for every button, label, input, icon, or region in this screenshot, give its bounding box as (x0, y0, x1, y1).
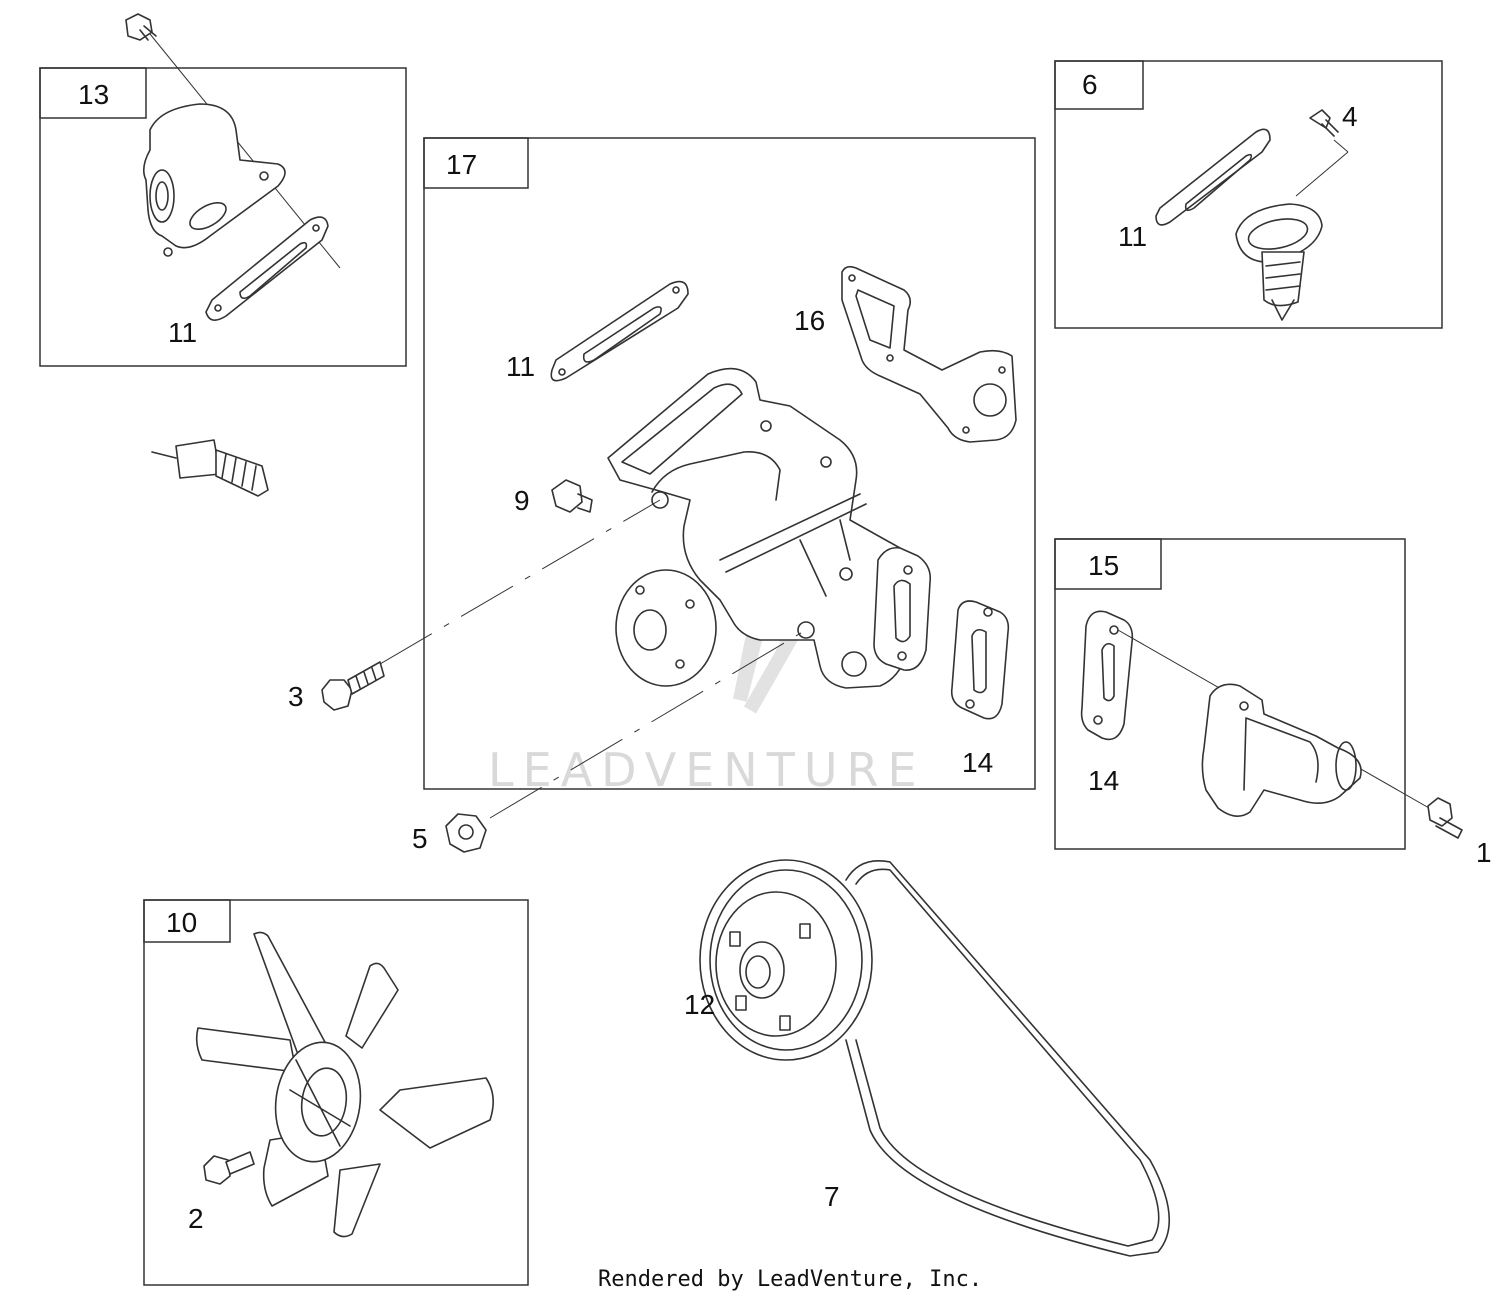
cooling-fan-icon[interactable] (195, 931, 494, 1238)
outlet-gasket-icon[interactable] (1080, 610, 1134, 741)
bolt-icon[interactable] (125, 13, 157, 41)
callout-11-group17: 11 (506, 351, 535, 382)
render-credit: Rendered by LeadVenture, Inc. (598, 1267, 982, 1292)
pump-gasket-icon[interactable] (841, 265, 1017, 443)
bolt-icon[interactable] (203, 1151, 255, 1185)
group-13-label: 13 (78, 79, 109, 110)
callout-5: 5 (412, 823, 428, 854)
group-13-box[interactable] (39, 67, 407, 367)
bolt-icon[interactable] (321, 661, 385, 711)
callout-11-group6: 11 (1118, 221, 1147, 252)
callout-11-group13: 11 (168, 317, 197, 348)
gasket-icon[interactable] (205, 216, 329, 321)
group-6-label: 6 (1082, 69, 1098, 100)
bolt-icon[interactable] (551, 479, 593, 513)
screw-icon[interactable] (1309, 109, 1339, 137)
group-15-box[interactable] (1054, 538, 1406, 850)
group-10-label: 10 (166, 907, 197, 938)
thermostat-icon[interactable] (1235, 203, 1323, 321)
group-6-box[interactable] (1054, 60, 1443, 329)
gasket-icon[interactable] (550, 280, 689, 382)
v-belt-icon[interactable] (845, 860, 1171, 1257)
water-outlet-icon[interactable] (1201, 683, 1362, 817)
callout-2: 2 (188, 1203, 204, 1234)
bolt-icon[interactable] (1427, 797, 1463, 839)
callout-7: 7 (824, 1181, 840, 1212)
callout-16: 16 (794, 305, 825, 336)
watermark-text: LEADVENTURE (488, 743, 926, 797)
group-17-box[interactable] (423, 137, 1036, 790)
nut-icon[interactable] (445, 813, 487, 853)
callout-3: 3 (288, 681, 304, 712)
crank-pulley-icon[interactable] (699, 859, 873, 1061)
group-17-label: 17 (446, 149, 477, 180)
temperature-sender-icon[interactable] (151, 439, 269, 497)
thermostat-housing-icon[interactable] (142, 103, 286, 257)
group-15-label: 15 (1088, 550, 1119, 581)
outlet-gasket-icon[interactable] (950, 600, 1010, 720)
callout-4: 4 (1342, 101, 1358, 132)
callout-14-group15: 14 (1088, 765, 1119, 796)
group-10-box[interactable] (143, 899, 529, 1286)
gasket-icon[interactable] (1155, 128, 1271, 226)
water-pump-icon[interactable] (607, 367, 932, 689)
callout-14-group17: 14 (962, 747, 993, 778)
callout-1: 1 (1476, 837, 1492, 868)
callout-9: 9 (514, 485, 530, 516)
callout-12: 12 (684, 989, 715, 1020)
